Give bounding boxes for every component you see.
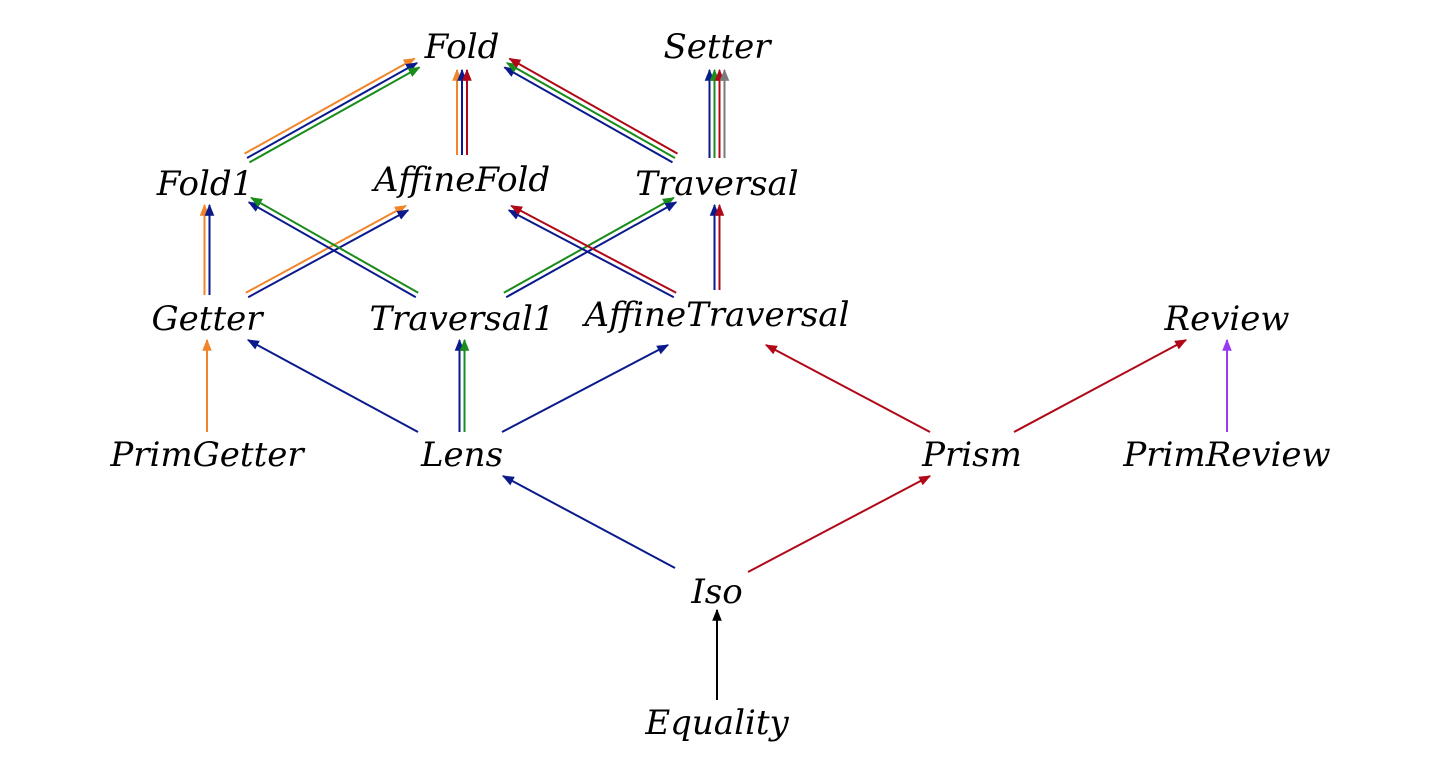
edge-line-red [508,57,678,155]
node-affinefold: AffineFold [371,160,550,200]
edge-affinetraversal-to-traversal [709,203,725,290]
edge-affinetraversal-to-affinefold [507,204,677,299]
edge-lens-to-affinetraversal [501,344,670,433]
node-primgetter: PrimGetter [109,435,305,475]
edge-line-red [1013,339,1188,433]
edge-prism-to-affinetraversal [764,344,931,433]
edges-layer [199,57,1232,700]
edge-line-blue [507,209,675,299]
edge-affinefold-to-fold [452,68,472,155]
edge-lens-to-traversal1 [454,338,470,432]
edge-getter-to-fold1 [199,203,215,295]
edge-line-blue [501,475,676,569]
edge-line-green [248,66,421,164]
nodes-layer: Fold Setter Fold1 AffineFold Traversal G… [109,27,1330,743]
edge-prism-to-review [1013,339,1188,433]
node-iso: Iso [690,572,742,612]
edge-line-red [510,204,677,294]
edge-traversal-to-fold [503,57,678,164]
edge-line-blue [247,201,417,299]
edge-fold1-to-fold [244,57,421,164]
edge-line-blue [505,201,678,299]
edge-line-blue [247,209,410,299]
edge-traversal1-to-fold1 [247,196,419,299]
node-primreview: PrimReview [1122,435,1330,475]
node-lens: Lens [420,435,503,475]
edge-line-green [505,62,676,159]
edge-traversal-to-setter [704,68,730,158]
edge-line-orange [245,204,407,294]
node-traversal: Traversal [635,164,798,204]
edge-iso-to-lens [501,475,676,569]
node-traversal1: Traversal1 [369,299,554,339]
edge-line-blue [501,344,670,433]
edge-line-green [250,196,419,294]
node-affinetraversal: AffineTraversal [582,295,850,335]
edge-line-red [747,475,932,573]
edge-lens-to-getter [246,339,419,433]
node-getter: Getter [152,299,265,339]
edge-line-blue [246,339,419,433]
node-fold1: Fold1 [156,164,253,204]
edge-getter-to-affinefold [245,204,410,299]
edge-traversal1-to-traversal [503,196,678,299]
node-review: Review [1163,299,1289,339]
edge-iso-to-prism [747,475,932,573]
node-setter: Setter [663,27,772,67]
node-equality: Equality [644,703,789,743]
node-fold: Fold [424,27,500,67]
node-prism: Prism [921,435,1022,475]
edge-line-green [503,196,675,294]
edge-line-red [764,344,931,433]
edge-line-blue [246,62,419,159]
edge-line-orange [244,57,416,155]
edge-line-blue [503,66,673,164]
